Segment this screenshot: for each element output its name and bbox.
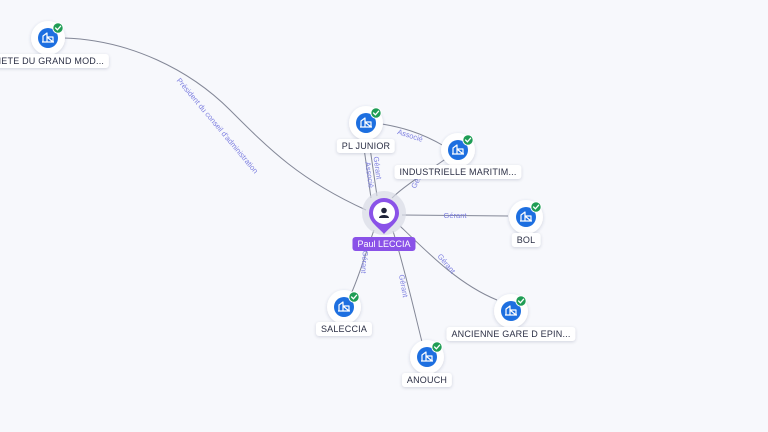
verified-badge-icon	[348, 291, 360, 303]
check-icon	[517, 298, 525, 304]
edge-label: Associé	[396, 127, 424, 144]
company-label-pl-junior[interactable]: PL JUNIOR	[336, 139, 396, 153]
edge-label: Gérant	[359, 250, 370, 275]
check-icon	[372, 110, 380, 116]
check-icon	[433, 344, 441, 350]
check-icon	[54, 25, 62, 31]
building-icon	[42, 32, 54, 43]
verified-badge-icon	[370, 107, 382, 119]
company-node-ancienne-gare[interactable]	[494, 294, 528, 328]
verified-badge-icon	[530, 201, 542, 213]
building-icon	[452, 144, 464, 155]
person-head-icon	[381, 207, 387, 214]
edge-saleccia: Gérant	[349, 229, 375, 297]
edge-line	[63, 37, 367, 211]
edge-label: Gérant	[371, 156, 383, 181]
company-label-bol[interactable]: BOL	[511, 233, 541, 247]
edge-label: Gérant	[436, 252, 458, 276]
person-node[interactable]	[362, 191, 406, 235]
company-label-ancienne-gare[interactable]: ANCIENNE GARE D EPIN...	[446, 327, 576, 341]
edge-label: Gérant	[397, 274, 410, 299]
company-node-pl-junior[interactable]	[349, 106, 383, 140]
company-node-industrielle[interactable]	[441, 133, 475, 167]
building-icon	[360, 117, 372, 128]
edge-line	[349, 229, 375, 297]
building-icon	[505, 305, 517, 316]
company-node-grand-mod[interactable]	[31, 21, 65, 55]
company-label-saleccia[interactable]: SALECCIA	[315, 322, 373, 336]
check-icon	[350, 294, 358, 300]
verified-badge-icon	[52, 22, 64, 34]
company-label-anouch[interactable]: ANOUCH	[401, 373, 453, 387]
building-icon	[421, 351, 433, 362]
verified-badge-icon	[462, 134, 474, 146]
company-label-industrielle[interactable]: INDUSTRIELLE MARITIM...	[394, 165, 522, 179]
verified-badge-icon	[515, 295, 527, 307]
edge-label: Président du conseil d'administration	[175, 76, 260, 175]
check-icon	[464, 137, 472, 143]
company-node-anouch[interactable]	[410, 340, 444, 374]
edge-grand-mod: Président du conseil d'administration	[63, 37, 367, 211]
edge-line	[399, 225, 498, 301]
person-label[interactable]: Paul LECCIA	[352, 237, 416, 251]
company-node-saleccia[interactable]	[327, 290, 361, 324]
edge-label: Gérant	[444, 211, 468, 220]
verified-badge-icon	[431, 341, 443, 353]
check-icon	[532, 204, 540, 210]
company-node-bol[interactable]	[509, 200, 543, 234]
edge-line	[401, 214, 509, 217]
company-label-grand-mod[interactable]: CIETE DU GRAND MOD...	[0, 54, 110, 68]
person-body-icon	[379, 215, 389, 218]
edge-line	[381, 123, 445, 147]
building-icon	[520, 211, 532, 222]
building-icon	[338, 301, 350, 312]
edge-bol: Gérant	[401, 211, 509, 220]
edge-label: Associé	[363, 161, 376, 188]
